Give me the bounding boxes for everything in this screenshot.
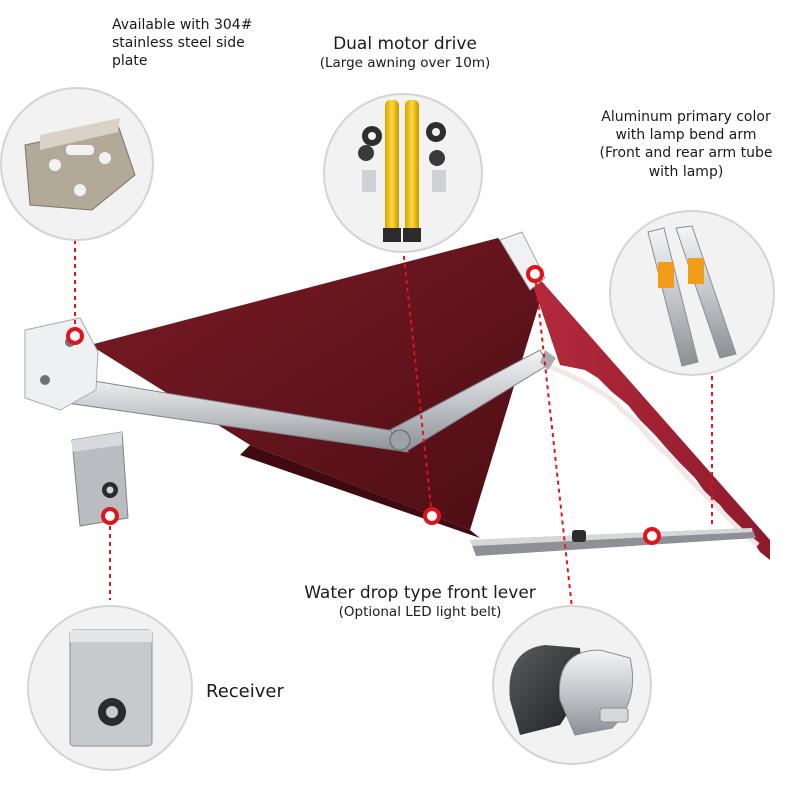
front-lever-subtitle: (Optional LED light belt) bbox=[338, 604, 502, 621]
detail-circle-receiver bbox=[27, 605, 193, 771]
arm-line3: (Front and rear arm tube bbox=[599, 145, 773, 162]
side-plate-line1: Available with 304# bbox=[112, 17, 253, 33]
arm-line4: with lamp) bbox=[648, 163, 724, 180]
marker-front-bar bbox=[643, 527, 661, 545]
marker-motor bbox=[526, 265, 544, 283]
side-plate-line2: stainless steel side bbox=[112, 35, 245, 52]
motor-subtitle: (Large awning over 10m) bbox=[319, 55, 491, 72]
detail-circle-front-lever bbox=[492, 605, 652, 765]
marker-side-plate bbox=[66, 327, 84, 345]
detail-circle-motor bbox=[323, 93, 483, 253]
side-plate-caption: Available with 304# stainless steel side… bbox=[112, 16, 282, 71]
front-lever-caption: Water drop type front lever (Optional LE… bbox=[285, 582, 555, 622]
connector-lines bbox=[74, 240, 713, 609]
receiver-box bbox=[71, 431, 129, 527]
arm-caption: Aluminum primary color with lamp bend ar… bbox=[582, 108, 790, 181]
awning-fabric bbox=[90, 238, 770, 560]
red-markers bbox=[66, 265, 661, 545]
receiver-caption: Receiver bbox=[206, 681, 284, 702]
side-plate-line3: plate bbox=[112, 53, 148, 70]
motor-caption: Dual motor drive (Large awning over 10m) bbox=[300, 33, 510, 73]
motor-title: Dual motor drive bbox=[333, 34, 477, 54]
detail-circle-side-plate bbox=[0, 87, 154, 241]
folding-arms bbox=[57, 349, 556, 453]
arm-line1: Aluminum primary color bbox=[601, 109, 771, 125]
marker-receiver bbox=[101, 507, 119, 525]
front-lever-title: Water drop type front lever bbox=[304, 583, 536, 603]
front-bar bbox=[470, 528, 756, 556]
marker-fabric bbox=[423, 507, 441, 525]
detail-circle-arm bbox=[609, 210, 775, 376]
arm-line2: with lamp bend arm bbox=[615, 127, 757, 144]
